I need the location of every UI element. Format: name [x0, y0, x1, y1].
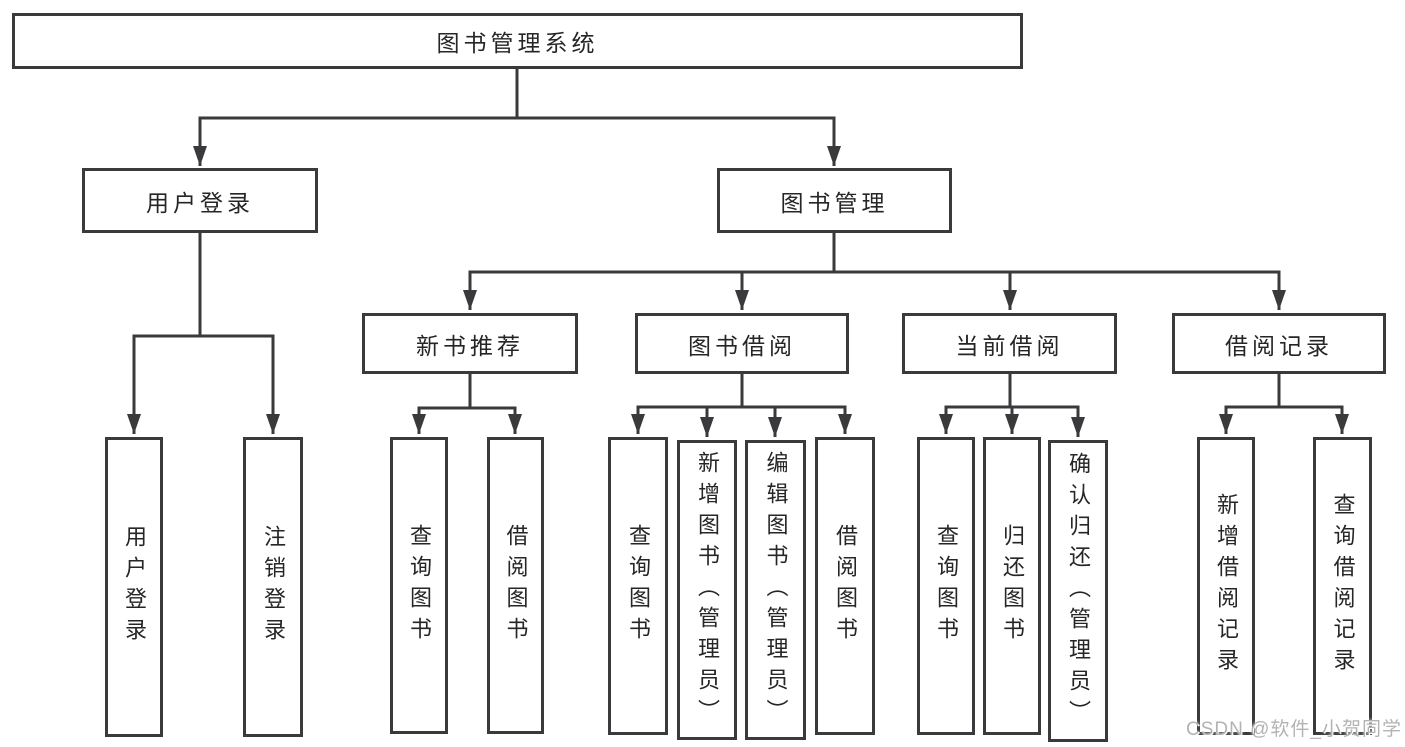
- node-book-borrowing: 图书借阅: [635, 313, 849, 374]
- connector-book-mgmt-branch: [468, 231, 1281, 274]
- leaf-add-borrow-record: 新增借阅记录: [1197, 437, 1255, 735]
- leaf-query-borrow-record: 查询借阅记录: [1313, 437, 1372, 735]
- leaf-borrow-books-recommend: 借阅图书: [487, 437, 544, 734]
- leaf-confirm-return-admin: 确认归还（管理员）: [1048, 440, 1108, 742]
- node-book-management: 图书管理: [717, 168, 952, 233]
- connector-user-login-branch: [132, 231, 275, 338]
- node-borrowing-records: 借阅记录: [1172, 313, 1386, 374]
- leaf-query-books-current: 查询图书: [917, 437, 975, 735]
- leaf-query-books-recommend: 查询图书: [390, 437, 448, 734]
- leaf-return-books: 归还图书: [983, 437, 1041, 735]
- connector-current-borrow-branch: [944, 372, 1080, 409]
- connector-borrow-record-branch: [1224, 372, 1344, 409]
- leaf-edit-book-admin: 编辑图书（管理员）: [745, 440, 806, 740]
- node-root: 图书管理系统: [12, 13, 1023, 69]
- leaf-logout: 注销登录: [243, 437, 303, 737]
- leaf-query-books-borrow: 查询图书: [608, 437, 668, 735]
- connector-book-borrow-branch: [636, 372, 847, 409]
- leaf-add-book-admin: 新增图书（管理员）: [677, 440, 737, 740]
- node-current-borrowing: 当前借阅: [902, 313, 1117, 374]
- connector-new-book-branch: [417, 372, 517, 410]
- node-user-login: 用户登录: [82, 168, 318, 233]
- leaf-user-login: 用户登录: [105, 437, 163, 737]
- watermark-text: CSDN @软件_小贺同学: [1186, 719, 1402, 740]
- connector-arrows: [127, 118, 1349, 437]
- node-new-book-recommend: 新书推荐: [362, 313, 578, 374]
- leaf-borrow-books: 借阅图书: [815, 437, 875, 735]
- connector-root-to-level2: [198, 67, 836, 120]
